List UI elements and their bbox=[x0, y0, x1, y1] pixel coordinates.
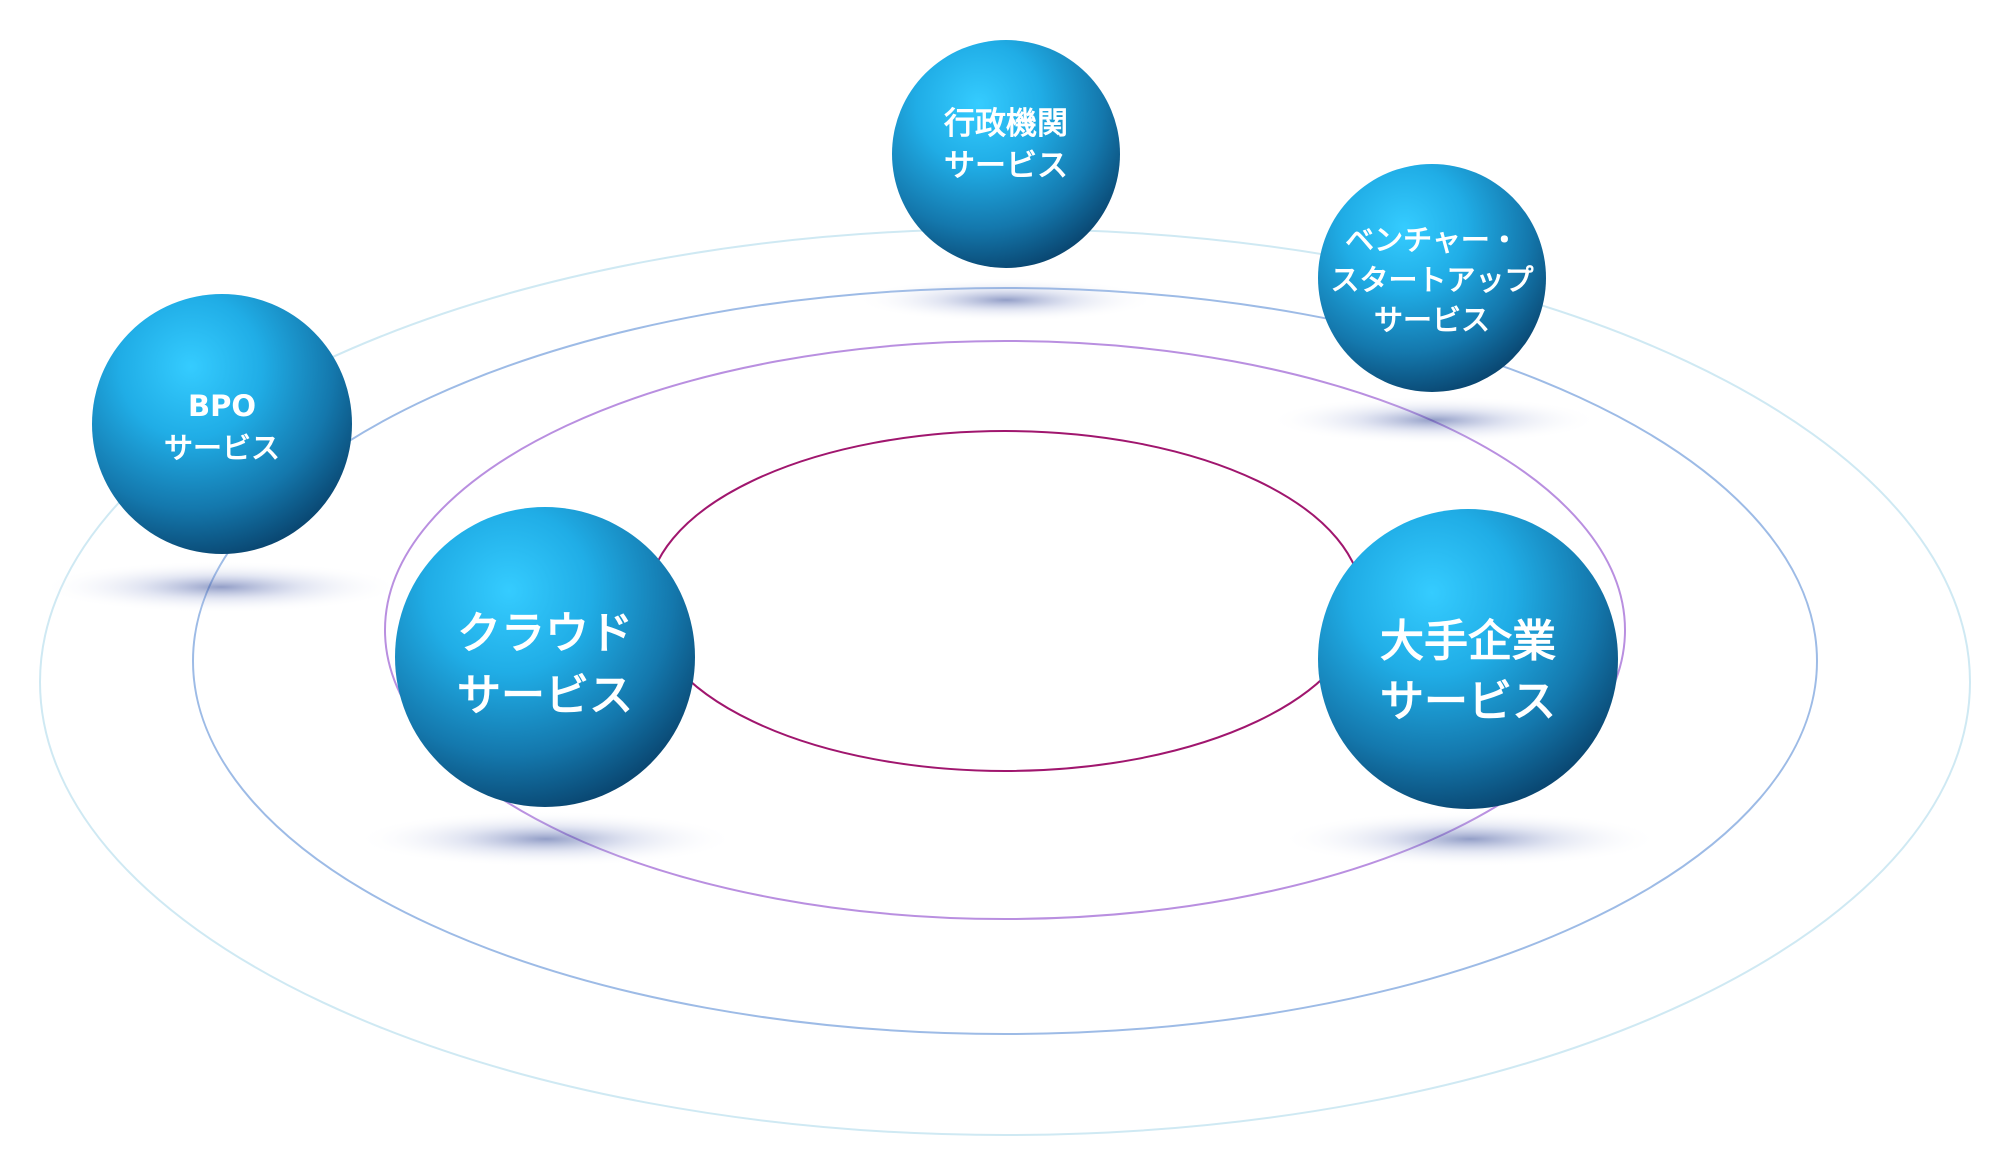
sphere-shadow bbox=[356, 811, 736, 867]
orbit-ring-third bbox=[384, 340, 1626, 920]
sphere-icon bbox=[92, 294, 352, 554]
sphere-icon bbox=[1318, 509, 1618, 809]
sphere-venture-line-3: サービス bbox=[1374, 303, 1490, 337]
orbit-ring-inner bbox=[647, 430, 1363, 772]
sphere-enterprise-line-2: サービス bbox=[1380, 676, 1556, 727]
sphere-icon bbox=[892, 40, 1120, 268]
sphere-shadow bbox=[1269, 396, 1599, 444]
sphere-bpo-line-2: サービス bbox=[164, 431, 280, 465]
sphere-bpo-line-1: BPO bbox=[188, 389, 256, 423]
sphere-bpo[interactable]: BPO サービス bbox=[92, 294, 352, 554]
sphere-venture-line-2: スタートアップ bbox=[1330, 263, 1534, 297]
sphere-cloud-line-2: サービス bbox=[457, 670, 633, 721]
sphere-shadow bbox=[41, 561, 401, 613]
sphere-gov[interactable]: 行政機関 サービス bbox=[892, 40, 1120, 268]
sphere-venture[interactable]: ベンチャー・ スタートアップ サービス bbox=[1318, 164, 1546, 392]
sphere-shadow bbox=[856, 278, 1156, 322]
sphere-shadow bbox=[1280, 811, 1660, 867]
sphere-cloud[interactable]: クラウド サービス bbox=[395, 507, 695, 807]
sphere-enterprise[interactable]: 大手企業 サービス bbox=[1318, 509, 1618, 809]
sphere-icon bbox=[395, 507, 695, 807]
sphere-icon bbox=[1318, 164, 1546, 392]
sphere-gov-line-2: サービス bbox=[944, 148, 1068, 184]
sphere-gov-line-1: 行政機関 bbox=[943, 106, 1068, 142]
sphere-cloud-line-1: クラウド bbox=[457, 608, 633, 659]
sphere-venture-line-1: ベンチャー・ bbox=[1345, 223, 1519, 257]
sphere-enterprise-line-1: 大手企業 bbox=[1380, 616, 1556, 667]
